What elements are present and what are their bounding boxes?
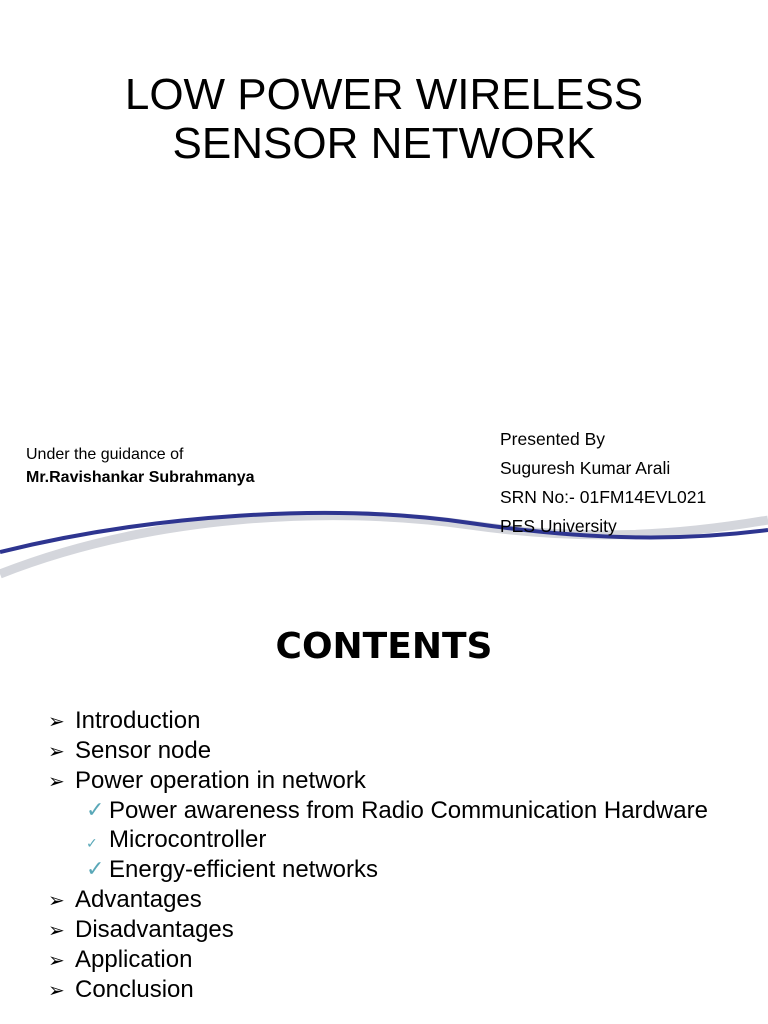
contents-list: ➢ Introduction ➢ Sensor node ➢ Power ope… bbox=[46, 706, 722, 1005]
arrow-bullet-icon: ➢ bbox=[48, 739, 65, 763]
university-name: PES University bbox=[500, 516, 617, 536]
list-item: ➢ Sensor node bbox=[46, 736, 722, 766]
list-item: ➢ Conclusion bbox=[46, 975, 722, 1005]
title-line-1: LOW POWER WIRELESS bbox=[124, 70, 644, 119]
checkmark-icon: ✓ bbox=[86, 798, 105, 823]
srn-number: SRN No:- 01FM14EVL021 bbox=[500, 487, 707, 507]
title-slide: LOW POWER WIRELESS SENSOR NETWORK Under … bbox=[0, 70, 768, 579]
list-item: ➢ Introduction bbox=[46, 706, 722, 736]
swoosh-line bbox=[0, 510, 768, 554]
list-item-label: Advantages bbox=[75, 886, 202, 913]
list-item-label: Microcontroller bbox=[109, 826, 267, 853]
arrow-bullet-icon: ➢ bbox=[48, 888, 65, 912]
list-item-label: Disadvantages bbox=[75, 916, 234, 943]
arrow-bullet-icon: ➢ bbox=[48, 769, 65, 793]
sub-list-item: ✓ Power awareness from Radio Communicati… bbox=[86, 796, 722, 825]
checkmark-icon: ✓ bbox=[86, 836, 98, 852]
arrow-bullet-icon: ➢ bbox=[48, 709, 65, 733]
title-line-2: SENSOR NETWORK bbox=[172, 119, 596, 168]
contents-slide: CONTENTS ➢ Introduction ➢ Sensor node ➢ … bbox=[0, 592, 768, 1024]
list-item-label: Application bbox=[75, 946, 193, 973]
decorative-swoosh bbox=[0, 510, 768, 579]
list-item-label: Conclusion bbox=[75, 976, 194, 1003]
list-item-label: Sensor node bbox=[75, 737, 212, 764]
slide-title: LOW POWER WIRELESS SENSOR NETWORK bbox=[0, 70, 768, 168]
presented-by-label: Presented By bbox=[500, 429, 606, 449]
list-item: ➢ Power operation in network bbox=[46, 766, 722, 796]
arrow-bullet-icon: ➢ bbox=[48, 978, 65, 1002]
guidance-block: Under the guidance of Mr.Ravishankar Sub… bbox=[26, 443, 255, 489]
swoosh-shadow bbox=[0, 511, 768, 579]
sub-list-item: ✓ Energy-efficient networks bbox=[86, 855, 722, 885]
list-item: ➢ Application bbox=[46, 945, 722, 975]
contents-title: CONTENTS bbox=[275, 626, 493, 667]
list-item-label: Energy-efficient networks bbox=[109, 856, 379, 883]
guidance-label: Under the guidance of bbox=[26, 446, 184, 463]
list-item-label: Introduction bbox=[75, 707, 201, 734]
presenter-block: Presented By Suguresh Kumar Arali SRN No… bbox=[500, 425, 706, 541]
list-item-label: Power awareness from Radio Communication… bbox=[109, 797, 708, 824]
arrow-bullet-icon: ➢ bbox=[48, 948, 65, 972]
list-item-label: Power operation in network bbox=[75, 767, 366, 794]
presenter-name: Suguresh Kumar Arali bbox=[500, 458, 671, 478]
list-item: ➢ Disadvantages bbox=[46, 915, 722, 945]
guide-name: Mr.Ravishankar Subrahmanya bbox=[26, 469, 255, 486]
checkmark-icon: ✓ bbox=[86, 857, 105, 882]
sub-list-item: ✓ Microcontroller bbox=[86, 825, 722, 855]
list-item: ➢ Advantages bbox=[46, 885, 722, 915]
arrow-bullet-icon: ➢ bbox=[48, 918, 65, 942]
